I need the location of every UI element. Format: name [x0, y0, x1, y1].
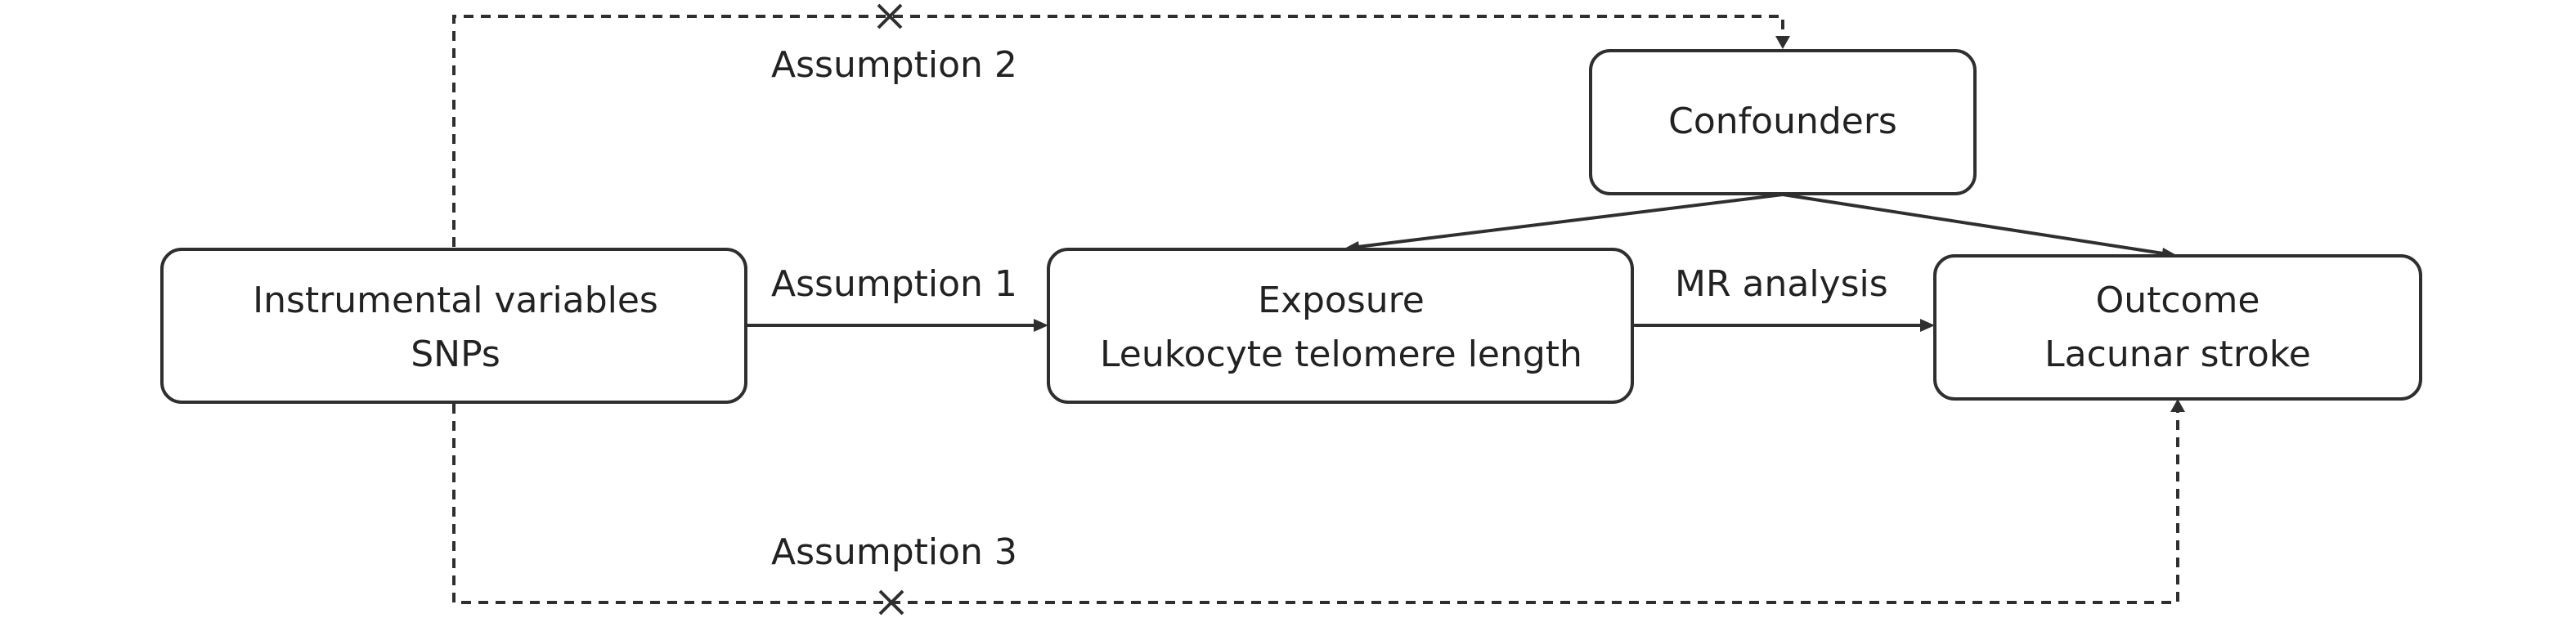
instrumental-variables-box	[160, 248, 747, 404]
confounders-to-outcome-arrow	[1782, 193, 2178, 259]
assumption-3-cross-mark	[878, 589, 904, 616]
exposure-to-outcome-arrow	[1632, 319, 1935, 332]
mr-analysis-label: MR analysis	[1675, 263, 1888, 305]
outcome-title: Outcome	[2096, 280, 2260, 321]
exposure-box	[1047, 248, 1634, 404]
confounders-node: Confounders	[1589, 49, 1977, 195]
instrumental-variables-node: Instrumental variables SNPs	[160, 248, 747, 404]
assumption-2-path	[452, 3, 1790, 247]
exposure-subtitle: Leukocyte telomere length	[1100, 334, 1582, 375]
exposure-node: Exposure Leukocyte telomere length	[1047, 248, 1634, 404]
instrumental-variables-subtitle: SNPs	[411, 334, 500, 375]
assumption-3-path	[452, 399, 2185, 616]
iv-to-exposure-arrow	[746, 319, 1048, 332]
outcome-node: Outcome Lacunar stroke	[1933, 254, 2422, 401]
confounders-box	[1589, 49, 1977, 195]
confounders-to-exposure-arrow	[1343, 193, 1784, 253]
assumption-2-label: Assumption 2	[771, 44, 1017, 86]
outcome-box	[1933, 254, 2422, 401]
assumption-2-cross-mark	[877, 3, 903, 29]
assumption-1-label: Assumption 1	[771, 263, 1017, 305]
confounders-title: Confounders	[1668, 101, 1897, 142]
assumption-3-label: Assumption 3	[771, 531, 1017, 573]
exposure-title: Exposure	[1258, 280, 1425, 321]
instrumental-variables-title: Instrumental variables	[253, 280, 658, 321]
outcome-subtitle: Lacunar stroke	[2044, 334, 2311, 375]
